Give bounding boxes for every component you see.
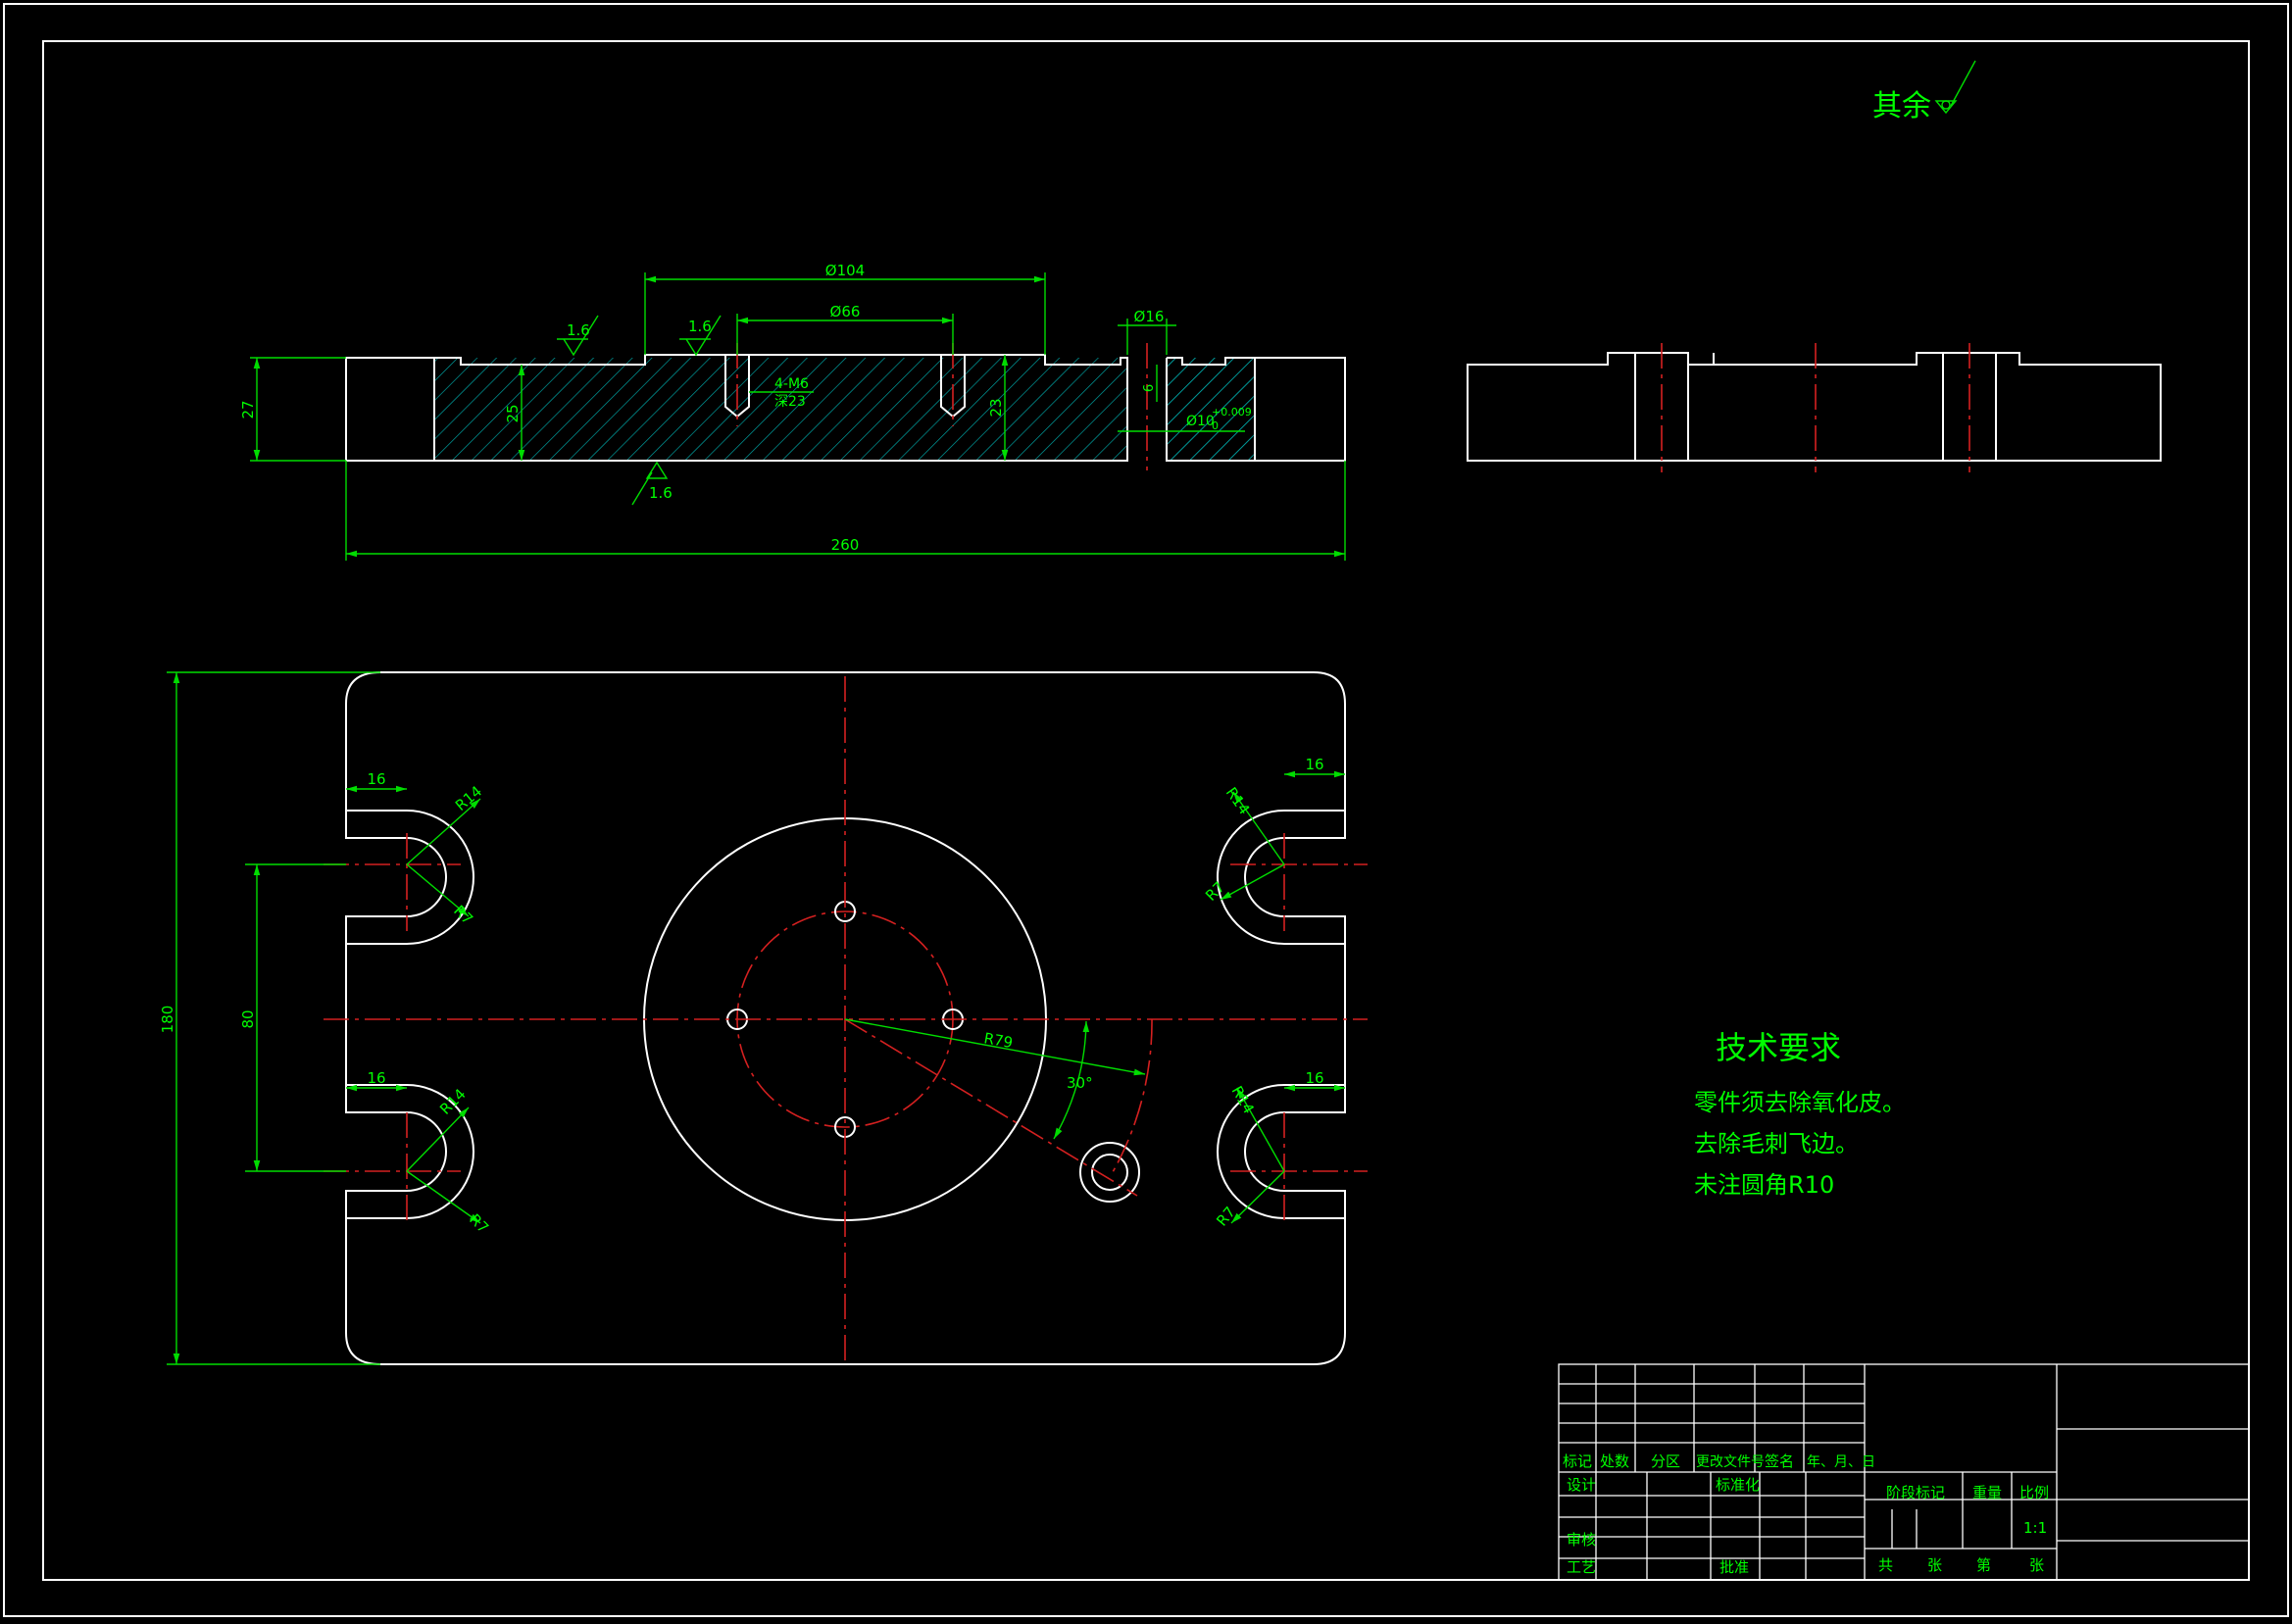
tb-rev-sign: 签名 — [1765, 1452, 1794, 1470]
slot-tl — [346, 810, 474, 945]
tb-sheets: 张 — [1927, 1556, 1942, 1574]
tech-req-line-3: 未注圆角R10 — [1694, 1171, 1834, 1199]
dim-s16-tl: 16 — [367, 770, 385, 788]
dim-r14-bl: R14 — [436, 1085, 470, 1118]
side-outline — [1467, 352, 2162, 462]
dim-r14-tl: R14 — [452, 782, 485, 814]
ra-left: 1.6 — [567, 321, 590, 339]
tech-req-title: 技术要求 — [1716, 1029, 1841, 1066]
dim-s16-tr: 16 — [1305, 756, 1323, 773]
dim-thread: 4-M6 — [774, 376, 809, 392]
roughness-note: 其余 — [1872, 60, 1976, 123]
sheet-outer-border — [3, 3, 2289, 1617]
tb-rev-mark: 标记 — [1563, 1452, 1592, 1470]
roughness-symbol-icon — [679, 315, 722, 357]
dim-r79: R79 — [982, 1029, 1014, 1052]
dim-r7-br: R7 — [1213, 1204, 1239, 1230]
side-view — [1467, 343, 2162, 472]
tech-req-line-2: 去除毛刺飞边。 — [1694, 1130, 1859, 1157]
tb-scale-value: 1:1 — [2023, 1519, 2047, 1537]
tb-sheet: 张 — [2029, 1556, 2044, 1574]
plan-view: 180 80 16 16 16 16 R14 R7 R14 R7 R14 R7 … — [159, 671, 1368, 1365]
dim-h80: 80 — [239, 1009, 257, 1028]
dim-s16-br: 16 — [1305, 1069, 1323, 1087]
tb-process: 工艺 — [1567, 1558, 1596, 1576]
dim-h180: 180 — [159, 1006, 176, 1034]
tb-standard: 标准化 — [1716, 1476, 1760, 1494]
roughness-symbol-icon — [557, 315, 599, 357]
tech-req-line-1: 零件须去除氧化皮。 — [1694, 1089, 1906, 1116]
dim-d16: Ø16 — [1134, 308, 1165, 325]
section-left-end — [345, 357, 435, 462]
dim-d10: Ø10 — [1186, 414, 1215, 429]
tb-rev-zone: 分区 — [1651, 1452, 1680, 1470]
dim-h25: 25 — [504, 404, 522, 422]
roughness-symbol-icon — [631, 461, 669, 506]
section-hatch — [434, 358, 1253, 461]
section-outline — [434, 354, 1128, 462]
dim-d66: Ø66 — [830, 303, 861, 320]
roughness-circle-icon — [1941, 100, 1951, 110]
pin-hole-outer — [1079, 1142, 1140, 1203]
sheet-inner-border — [42, 40, 2250, 1581]
dim-d104: Ø104 — [825, 262, 865, 279]
ra-bottom: 1.6 — [649, 484, 673, 502]
tb-rev-doc: 更改文件号 — [1696, 1454, 1765, 1470]
tb-weight: 重量 — [1972, 1484, 2002, 1501]
slot-br — [1217, 1084, 1345, 1219]
dim-tol-upper: +0.009 — [1212, 406, 1252, 418]
section-right-end — [1254, 357, 1346, 462]
tb-scale-label: 比例 — [2019, 1484, 2049, 1501]
tb-total: 共 — [1878, 1556, 1893, 1574]
tb-rev-date: 年、月、日 — [1807, 1454, 1875, 1470]
tb-rev-count: 处数 — [1600, 1452, 1629, 1470]
dim-r14-br: R14 — [1228, 1083, 1258, 1117]
dim-w260: 260 — [831, 536, 860, 554]
section-outline-right — [1166, 357, 1255, 462]
tech-requirements: 技术要求 零件须去除氧化皮。 去除毛刺飞边。 未注圆角R10 — [1694, 1029, 1906, 1199]
pin-hole-inner — [1091, 1154, 1128, 1191]
plate-outline — [345, 671, 1346, 1365]
ra-mid: 1.6 — [688, 318, 712, 335]
dim-s16-bl: 16 — [367, 1069, 385, 1087]
tb-stage-mark: 阶段标记 — [1886, 1484, 1945, 1501]
dim-depth: 深23 — [774, 394, 806, 410]
slot-tr — [1217, 810, 1345, 945]
section-view: Ø104 Ø66 Ø16 27 25 23 6 260 4-M6 深23 Ø10… — [239, 262, 1346, 561]
dim-r7-tr: R7 — [1202, 878, 1228, 905]
section-hatch-right — [1167, 358, 1255, 461]
roughness-note-text: 其余 — [1872, 89, 1931, 123]
slot-bl — [346, 1084, 474, 1219]
tb-approve: 批准 — [1719, 1558, 1749, 1576]
dim-h27: 27 — [239, 400, 257, 418]
dim-tol-lower: 0 — [1212, 419, 1219, 432]
tb-page: 第 — [1976, 1556, 1991, 1574]
dim-h6: 6 — [1142, 384, 1157, 392]
tb-design: 设计 — [1567, 1476, 1596, 1494]
dim-ang30: 30° — [1067, 1074, 1093, 1092]
tb-review: 审核 — [1567, 1531, 1596, 1549]
dim-r7-bl: R7 — [466, 1210, 492, 1237]
dim-h23: 23 — [987, 398, 1005, 417]
title-block: 标记 处数 分区 更改文件号 签名 年、月、日 设计 标准化 审核 工艺 批准 … — [1558, 1363, 2250, 1581]
